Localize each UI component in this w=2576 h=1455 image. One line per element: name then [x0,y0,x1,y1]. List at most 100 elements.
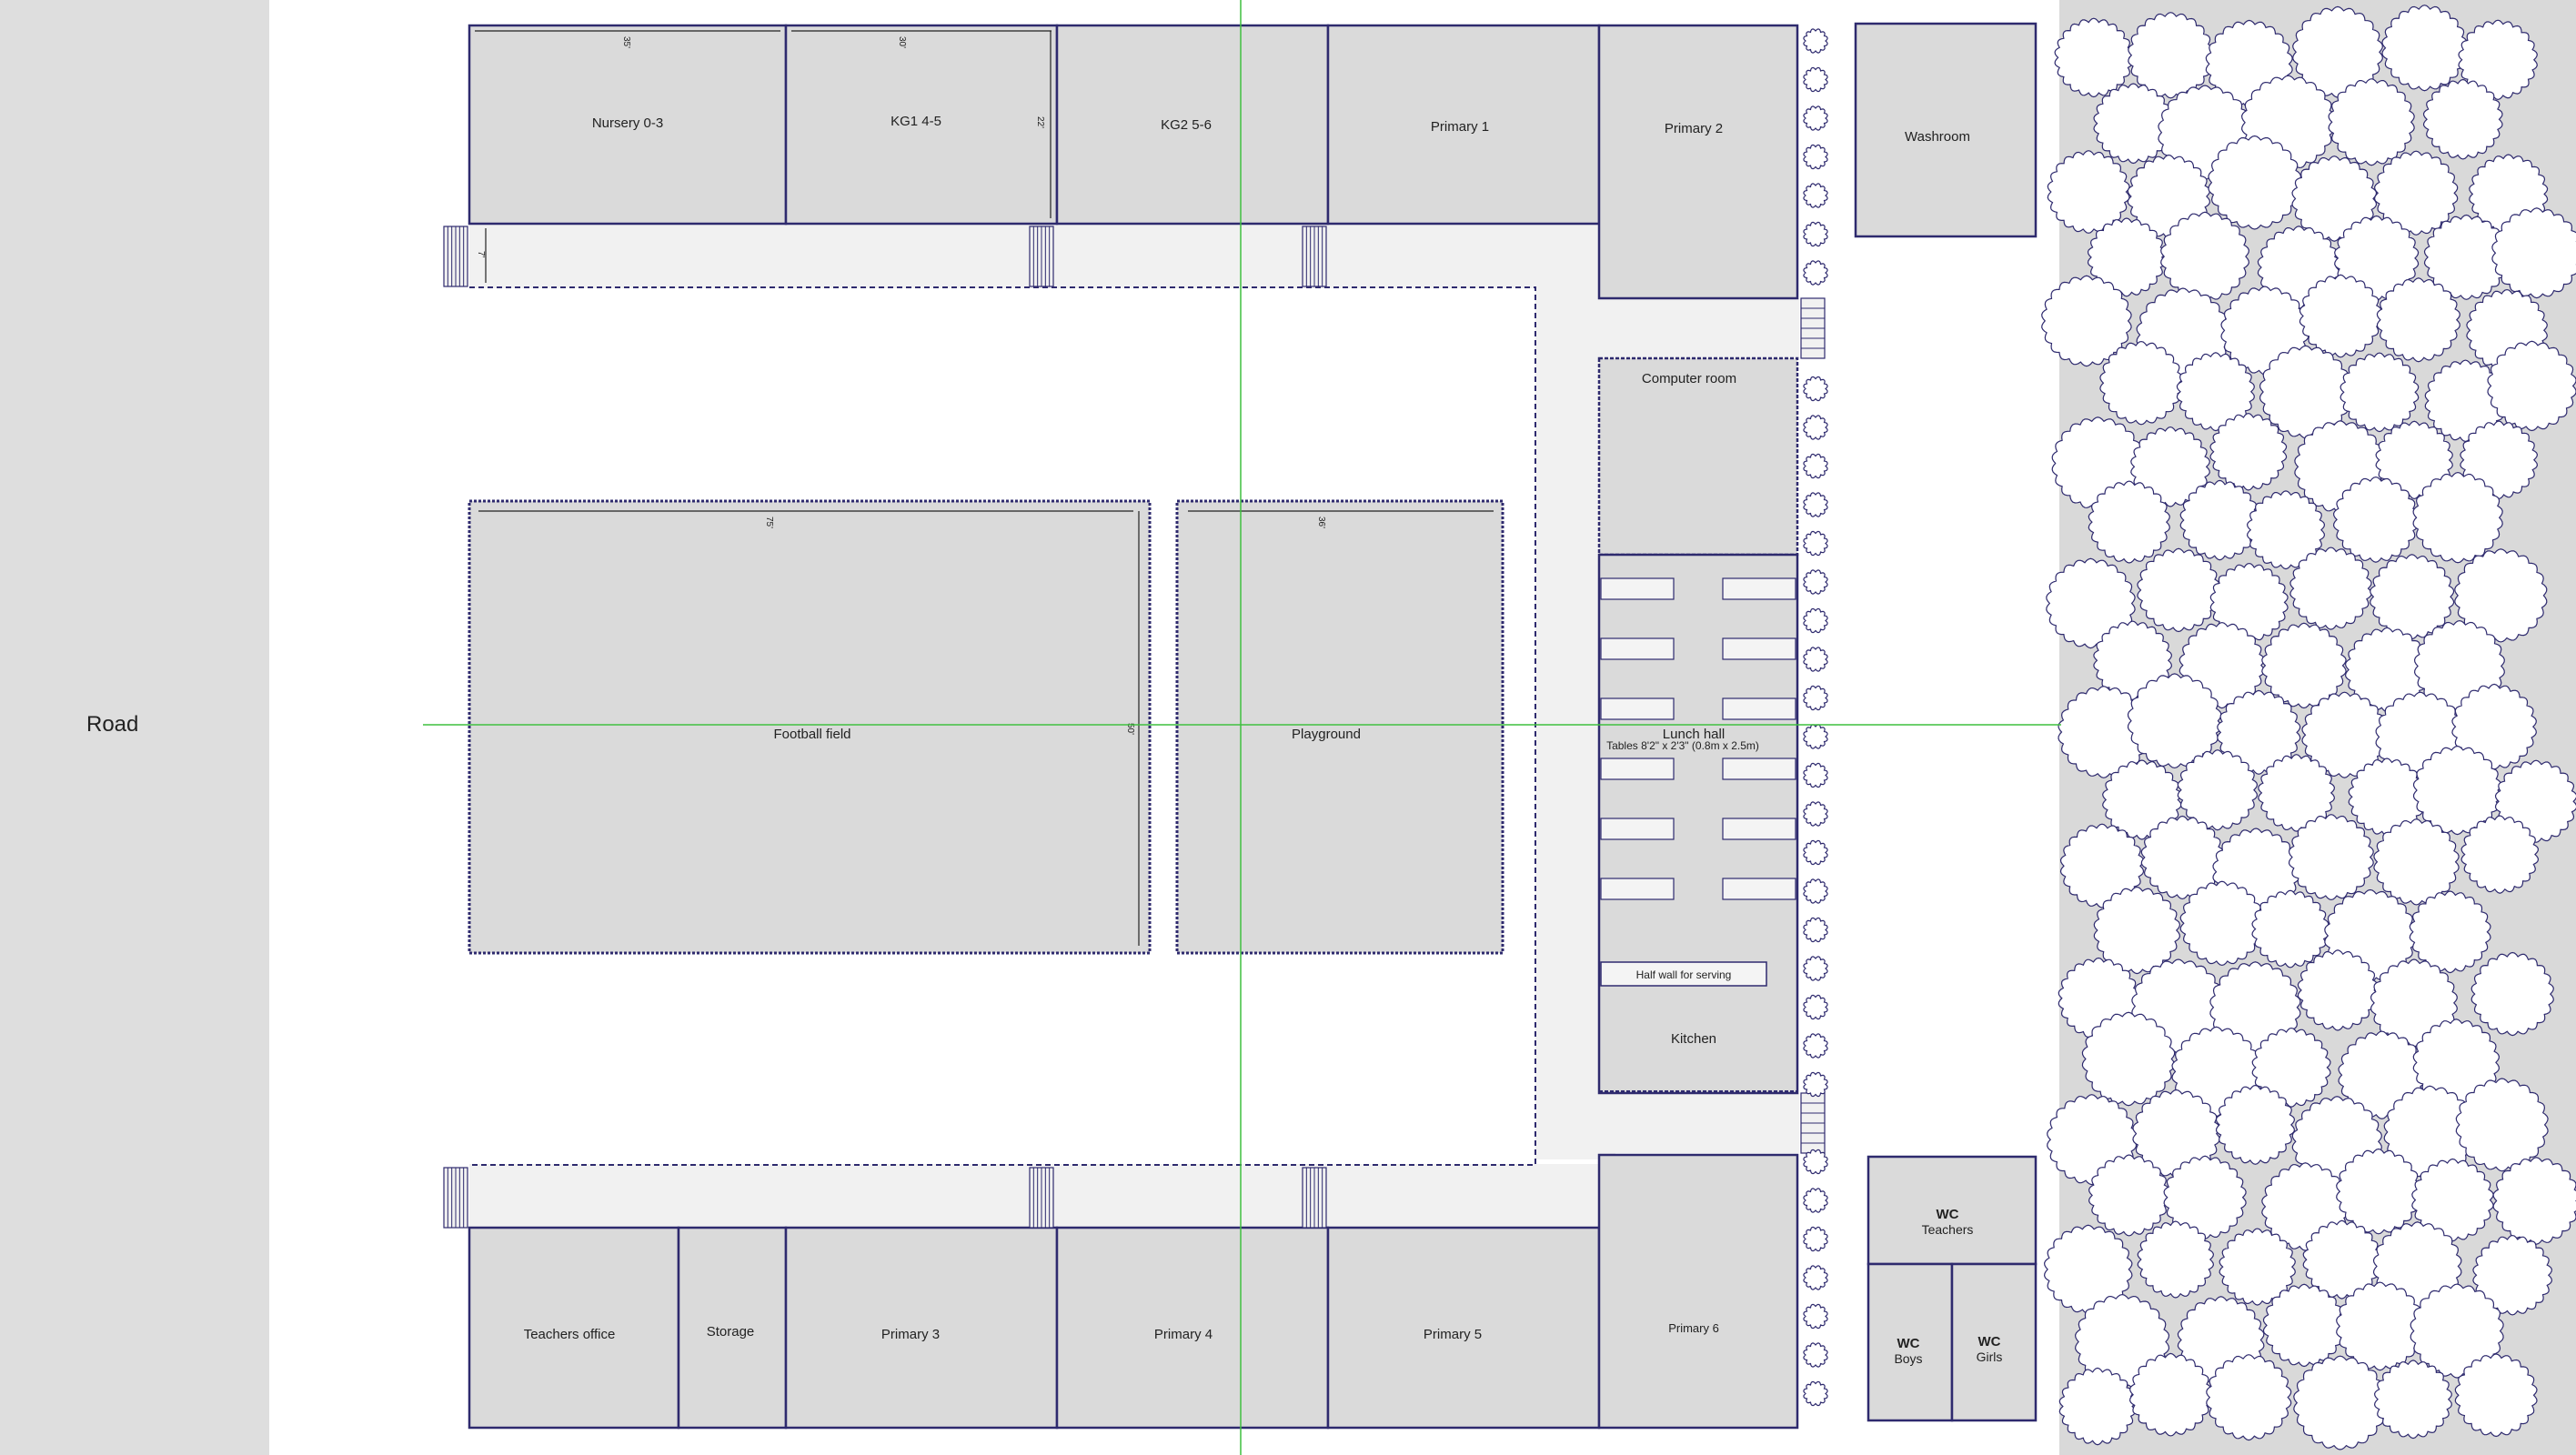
connector-north [1599,298,1799,358]
tree-icon [2054,17,2134,98]
shrub-icon [1803,839,1828,866]
dim-label-kg1: 30' [897,36,907,48]
lunch-tables [1600,577,1796,900]
serving-wall [1600,961,1767,987]
stairs-group [443,226,1826,1229]
tree-icon [2177,749,2259,831]
label-football-field: Football field [773,727,850,742]
tree-icon [2206,1354,2292,1441]
tree-icon [2409,890,2491,974]
tree-icon [2288,814,2374,901]
room-kg1 [784,24,1059,226]
shrub-icon [1803,569,1828,595]
table-right-5 [1722,818,1796,840]
label-primary-6: Primary 6 [1668,1321,1719,1335]
room-kg2 [1055,24,1330,226]
shrub-icon [1803,917,1828,943]
table-right-3 [1722,697,1796,720]
tree-icon [2209,412,2288,491]
dimension-lines [475,30,1494,946]
tree-icon [2297,949,2379,1031]
table-right-2 [1722,637,1796,660]
label-kg1: KG1 4-5 [891,114,941,129]
label-storage: Storage [707,1324,755,1340]
label-computer-room: Computer room [1642,371,1736,386]
stairs-icon [1800,297,1826,359]
tree-icon [2460,815,2540,894]
tree-icon [2491,207,2576,299]
tree-icon [2381,5,2468,92]
wc-teachers-sub: Teachers [1922,1222,1974,1237]
bottom-rooms [468,1153,1799,1430]
table-left-2 [1600,637,1675,660]
top-rooms [468,24,1799,300]
stairs-icon [443,1167,468,1229]
tree-icon [2251,1027,2331,1108]
label-teachers-office: Teachers office [524,1327,616,1342]
tree-icon [2458,19,2538,101]
tree-icon [2088,1154,2170,1237]
room-teachers-office [468,1226,680,1430]
wc-boys [1867,1262,1954,1422]
table-left-4 [1600,758,1675,780]
shrub-icon [1803,685,1828,711]
table-left-6 [1600,878,1675,900]
wc-girls-title: WC [1978,1334,2001,1350]
dim-label-football-width: 75' [764,517,774,528]
room-primary-3 [784,1226,1059,1430]
tree-icon [2373,1360,2452,1440]
tree-icon [2128,1352,2212,1437]
tree-icon [2099,340,2183,426]
room-primary-5 [1326,1226,1601,1430]
dim-label-corridor: 7' [476,251,486,258]
label-primary-1: Primary 1 [1431,119,1489,135]
label-primary-5: Primary 5 [1424,1327,1482,1342]
shrub-icon [1803,453,1828,479]
shrub-icon [1803,956,1828,981]
tree-icon [2492,1157,2576,1245]
tree-icon [2376,277,2460,363]
stairs-icon [1029,1167,1054,1229]
room-primary-2 [1597,24,1799,300]
tree-icon [2215,1084,2296,1165]
label-kitchen: Kitchen [1671,1031,1716,1047]
tree-icon [2163,1155,2247,1239]
tree-icon [2454,548,2548,643]
tree-icon [2487,340,2576,432]
tree-icon [2289,547,2372,630]
wc-girls [1950,1262,2038,1422]
shrub-icon [1803,415,1828,440]
room-storage [677,1226,788,1430]
label-primary-4: Primary 4 [1154,1327,1213,1342]
playground [1175,499,1504,955]
label-tables-note: Tables 8'2" x 2'3" (0.8m x 2.5m) [1606,739,1759,752]
tree-icon [2370,554,2455,640]
shrub-icon [1803,1149,1828,1175]
shrub-icon [1803,105,1828,131]
wc-block [1867,1155,2038,1422]
shrub-icon [1803,801,1828,827]
stairs-icon [1800,1092,1826,1154]
shrub-icon [1803,724,1828,749]
road-area: Road [0,0,269,1455]
label-kg2: KG2 5-6 [1161,117,1212,133]
tree-icon [2208,135,2302,230]
label-washroom: Washroom [1905,129,1970,145]
room-primary-6 [1597,1153,1799,1430]
shrub-icon [1803,1188,1828,1213]
forest-trees [2041,5,2576,1450]
tree-icon [2251,889,2329,968]
tree-icon [2422,78,2503,160]
dim-label-football-depth: 50' [1125,723,1135,735]
tree-icon [2179,479,2260,561]
label-primary-3: Primary 3 [881,1327,940,1342]
connector-south [1599,1093,1799,1153]
room-primary-4 [1055,1226,1330,1430]
dim-label-kg1-depth: 22' [1035,116,1045,128]
shrub-icon [1803,994,1828,1020]
tree-icon [2470,951,2554,1037]
table-left-5 [1600,818,1675,840]
shrub-icon [1803,144,1828,170]
stairs-icon [1302,226,1327,287]
